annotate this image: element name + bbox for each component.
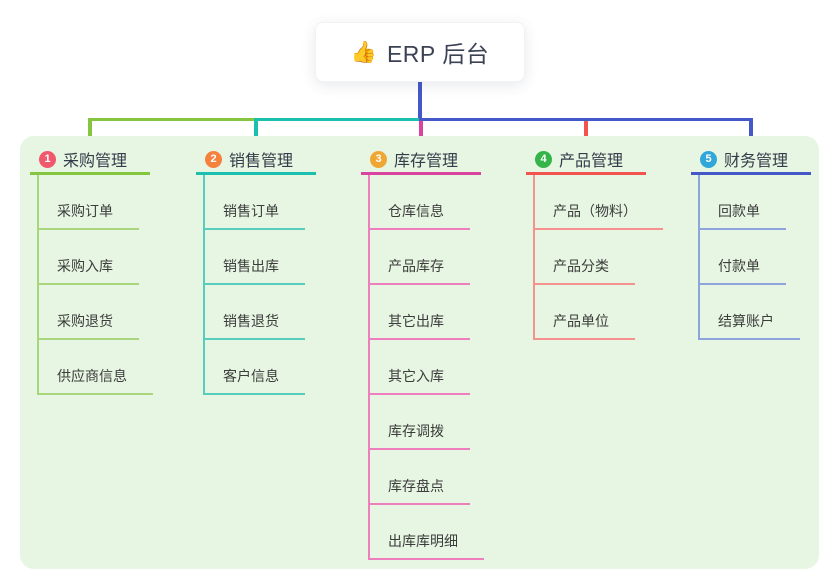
branches-panel	[20, 136, 819, 569]
branch-sales-children: 销售订单 销售出库 销售退货 客户信息	[203, 175, 316, 395]
branch-label: 财务管理	[724, 153, 789, 170]
node-customer-info[interactable]: 客户信息	[205, 340, 305, 395]
node-product-unit[interactable]: 产品单位	[535, 285, 635, 340]
node-payment-bill[interactable]: 付款单	[700, 230, 786, 285]
node-other-outbound[interactable]: 其它出库	[370, 285, 470, 340]
connector-bus-green	[88, 118, 256, 121]
branch-purchase: 1 采购管理 采购订单 采购入库 采购退货 供应商信息	[30, 146, 153, 395]
node-product-stock[interactable]: 产品库存	[370, 230, 470, 285]
node-other-inbound[interactable]: 其它入库	[370, 340, 470, 395]
branch-sales: 2 销售管理 销售订单 销售出库 销售退货 客户信息	[196, 146, 316, 395]
branch-finance-header[interactable]: 5 财务管理	[691, 146, 811, 175]
branch-number-badge: 3	[370, 150, 387, 168]
node-purchase-inbound[interactable]: 采购入库	[39, 230, 139, 285]
connector-bus-teal	[254, 118, 421, 121]
node-purchase-return[interactable]: 采购退货	[39, 285, 139, 340]
branch-inventory: 3 库存管理 仓库信息 产品库存 其它出库 其它入库 库存调拨 库存盘点 出库库…	[361, 146, 484, 560]
branch-number-badge: 2	[205, 150, 222, 168]
connector-drop-sales	[254, 118, 258, 152]
branch-inventory-children: 仓库信息 产品库存 其它出库 其它入库 库存调拨 库存盘点 出库库明细	[368, 175, 484, 560]
node-outbound-detail[interactable]: 出库库明细	[370, 505, 484, 560]
node-product-material[interactable]: 产品（物料）	[535, 175, 663, 230]
branch-purchase-children: 采购订单 采购入库 采购退货 供应商信息	[37, 175, 153, 395]
branch-product-header[interactable]: 4 产品管理	[526, 146, 646, 175]
node-settlement-account[interactable]: 结算账户	[700, 285, 800, 340]
branch-label: 产品管理	[559, 153, 624, 170]
branch-inventory-header[interactable]: 3 库存管理	[361, 146, 481, 175]
branch-number-badge: 1	[39, 150, 56, 168]
root-node-erp-backend[interactable]: 👍 ERP 后台	[315, 22, 525, 82]
branch-purchase-header[interactable]: 1 采购管理	[30, 146, 150, 175]
node-stock-count[interactable]: 库存盘点	[370, 450, 470, 505]
branch-finance: 5 财务管理 回款单 付款单 结算账户	[691, 146, 811, 340]
connector-bus-blue	[419, 118, 752, 121]
branch-number-badge: 4	[535, 150, 552, 168]
node-product-category[interactable]: 产品分类	[535, 230, 635, 285]
branch-label: 采购管理	[63, 153, 128, 170]
branch-finance-children: 回款单 付款单 结算账户	[698, 175, 811, 340]
branch-sales-header[interactable]: 2 销售管理	[196, 146, 316, 175]
node-stock-transfer[interactable]: 库存调拨	[370, 395, 470, 450]
branch-number-badge: 5	[700, 150, 717, 168]
branch-label: 库存管理	[394, 153, 459, 170]
connector-drop-finance	[749, 118, 753, 152]
branch-label: 销售管理	[229, 153, 294, 170]
node-sales-return[interactable]: 销售退货	[205, 285, 305, 340]
branch-product: 4 产品管理 产品（物料） 产品分类 产品单位	[526, 146, 663, 340]
node-sales-outbound[interactable]: 销售出库	[205, 230, 305, 285]
connector-drop-purchase	[88, 118, 92, 152]
thumbs-up-icon: 👍	[350, 40, 377, 64]
node-receipt-bill[interactable]: 回款单	[700, 175, 786, 230]
node-supplier-info[interactable]: 供应商信息	[39, 340, 153, 395]
node-warehouse-info[interactable]: 仓库信息	[370, 175, 470, 230]
root-node-title: ERP 后台	[386, 41, 490, 67]
branch-product-children: 产品（物料） 产品分类 产品单位	[533, 175, 663, 340]
connector-root-drop	[418, 82, 422, 119]
node-purchase-order[interactable]: 采购订单	[39, 175, 139, 230]
node-sales-order[interactable]: 销售订单	[205, 175, 305, 230]
